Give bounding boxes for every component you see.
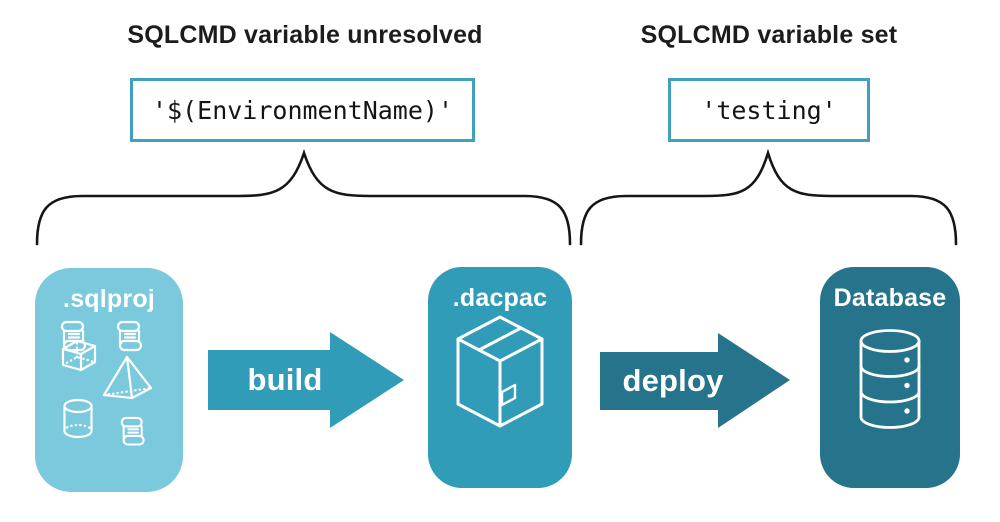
stage-database: Database (820, 267, 960, 488)
deploy-arrow: deploy (600, 333, 790, 428)
left-brace-icon (35, 148, 572, 246)
annotation-title-unresolved: SQLCMD variable unresolved (127, 21, 483, 49)
stage-sqlproj-label: .sqlproj (63, 285, 155, 313)
stage-sqlproj: .sqlproj (35, 268, 183, 492)
code-box-testing-value: 'testing' (668, 78, 870, 142)
grouping-braces (35, 148, 958, 246)
annotation-title-set: SQLCMD variable set (640, 21, 898, 49)
environment-variable-code: '$(EnvironmentName)' (151, 95, 454, 125)
stage-database-label: Database (833, 284, 947, 312)
cube-icon (61, 339, 97, 372)
pyramid-icon (102, 355, 153, 400)
testing-value-code: 'testing' (701, 95, 837, 125)
build-arrow-label: build (247, 362, 323, 397)
deploy-arrow-label: deploy (622, 362, 724, 398)
sql-project-objects-icon (60, 320, 153, 446)
cylinder-icon (63, 398, 93, 439)
package-icon (456, 315, 544, 428)
right-brace-icon (579, 148, 958, 246)
code-box-environment-variable: '$(EnvironmentName)' (130, 78, 475, 142)
database-icon (859, 329, 921, 429)
scroll-icon (60, 320, 87, 352)
stage-dacpac-label: .dacpac (452, 284, 548, 312)
stage-dacpac: .dacpac (428, 267, 572, 488)
build-arrow: build (208, 332, 404, 428)
scroll-icon (120, 416, 145, 446)
